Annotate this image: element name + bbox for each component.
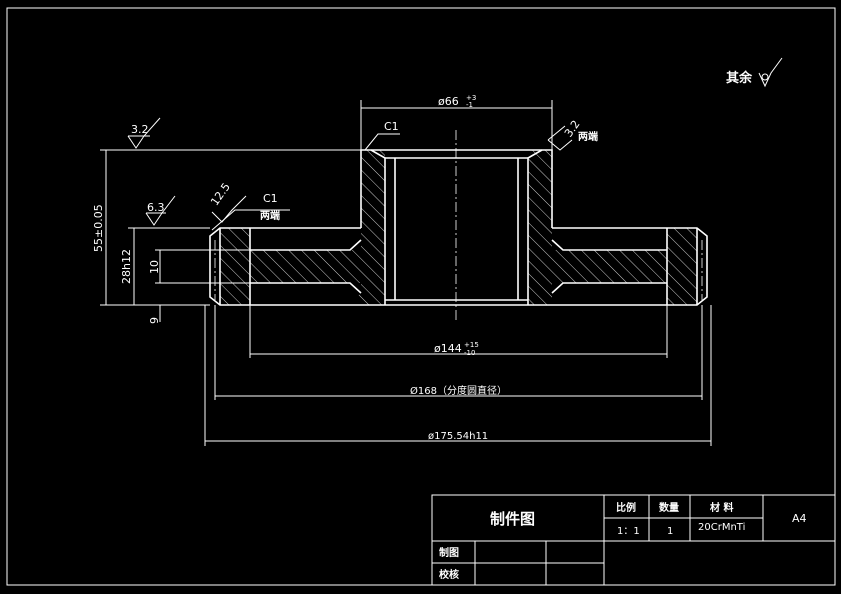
roughness-label-125: 12.5 — [208, 181, 233, 209]
title-block-title: 制件图 — [490, 510, 535, 528]
bore-tol-lower: -1 — [466, 101, 473, 109]
recess-tol-upper: +15 — [464, 341, 479, 349]
hatched-sections — [220, 150, 697, 305]
title-block-drawn: 制图 — [439, 546, 459, 559]
recess-tol-lower: -10 — [464, 349, 475, 357]
slot-depth-dim: 10 — [148, 260, 161, 274]
bore-dim: ø66 — [438, 95, 459, 108]
title-block-checked: 校核 — [439, 568, 459, 581]
title-block-sheet: A4 — [792, 512, 807, 525]
drawing-border — [6, 7, 836, 586]
flange-thickness-dim: 28h12 — [120, 249, 133, 284]
outer-dia-dim: ø175.54h11 — [428, 431, 488, 442]
roughness-label-63: 6.3 — [147, 201, 165, 214]
chamfer-c1-left: C1 — [263, 192, 278, 205]
bore-tol-upper: +3 — [466, 94, 476, 102]
pitch-dia-dim: Ø168（分度圆直径） — [410, 384, 507, 397]
title-block-qty-header: 数量 — [659, 501, 679, 514]
part-outline — [209, 149, 708, 306]
height-dim: 55±0.05 — [92, 204, 105, 252]
title-block — [431, 494, 836, 586]
recess-dia-dim: ø144 — [434, 342, 462, 355]
chamfer-c1-top: C1 — [384, 120, 399, 133]
title-block-material-header: 材 料 — [710, 501, 733, 514]
title-block-material: 20CrMnTi — [698, 522, 745, 533]
bottom-offset-dim: 9 — [148, 317, 161, 324]
title-block-scale: 1：1 — [617, 526, 640, 537]
roughness-general-label: 其余 — [726, 70, 753, 86]
roughness-label-32: 3.2 — [131, 123, 149, 136]
title-block-scale-header: 比例 — [616, 501, 636, 514]
dimension-lines — [100, 57, 783, 446]
title-block-qty: 1 — [667, 526, 673, 537]
both-ends-label-left: 两端 — [260, 209, 280, 222]
both-ends-label-right: 两端 — [578, 130, 598, 143]
